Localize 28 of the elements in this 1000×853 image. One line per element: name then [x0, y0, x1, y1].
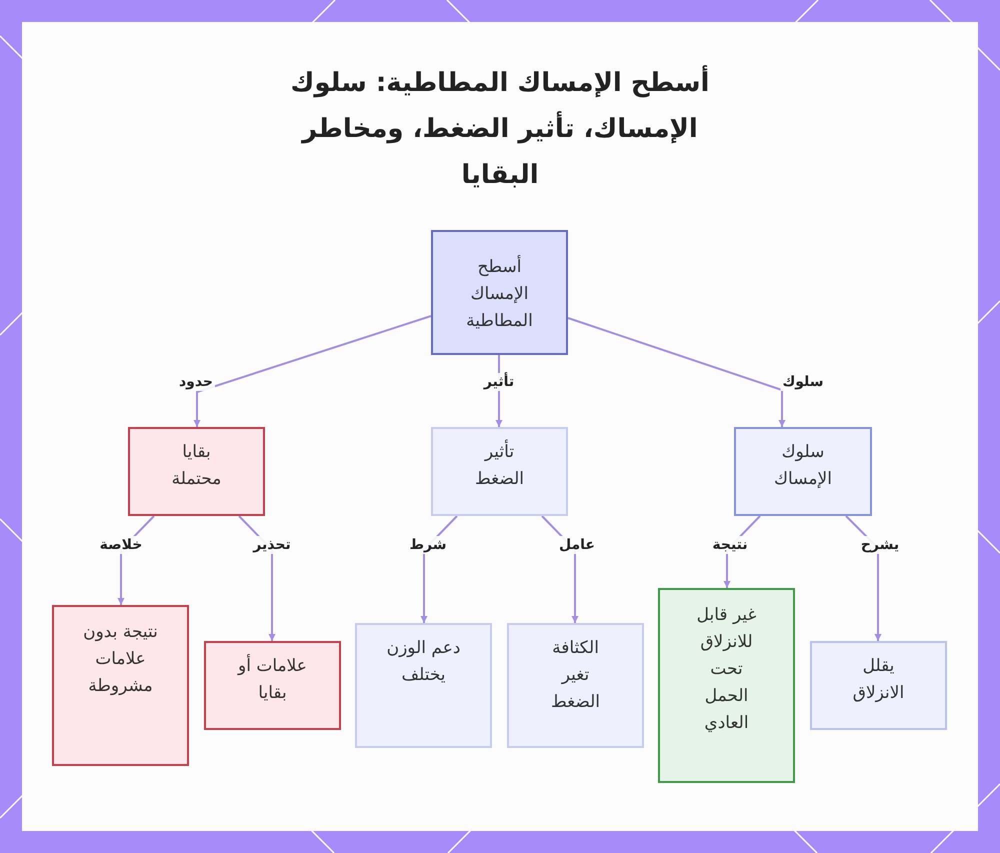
node-label: دعم الوزن يختلف: [386, 637, 462, 687]
edge-label: تحذير: [251, 536, 293, 554]
node-label: أسطح الإمساك المطاطية: [465, 254, 534, 333]
node-label: سلوك الإمساك: [773, 441, 833, 491]
concept-box: [810, 641, 947, 730]
node-label: بقايا محتملة: [170, 441, 222, 491]
node-label: تأثير الضغط: [462, 439, 536, 493]
topic-box: [431, 230, 568, 355]
warning-box: [204, 641, 341, 730]
concept-box: [734, 427, 872, 516]
node-label: علامات أو بقايا: [236, 653, 308, 705]
edge-label: خلاصة: [98, 536, 144, 554]
connector-arrow: [568, 317, 786, 427]
node-label: غير قابل للانزلاق تحت الحمل العادي: [696, 604, 758, 735]
node-label: نتيجة بدون علامات مشروطة: [82, 621, 159, 698]
result-box: [658, 588, 795, 783]
node-label: الكثافة تغير الضغط: [550, 637, 601, 714]
edge-label: عامل: [557, 536, 597, 554]
warning-box: [52, 605, 189, 766]
concept-box: [431, 427, 568, 516]
connector-arrow: [194, 315, 432, 427]
concept-box: [507, 623, 644, 748]
edge-label: يشرح: [858, 536, 902, 554]
warning-box: [128, 427, 265, 516]
edge-label: تأثير: [482, 373, 516, 391]
node-label: يقلل الانزلاق: [852, 655, 906, 705]
concept-box: [355, 623, 492, 748]
diagram-title: أسطح الإمساك المطاطية: سلوك الإمساك، تأثير الضغط، ومخاطر البقايا: [270, 60, 730, 198]
